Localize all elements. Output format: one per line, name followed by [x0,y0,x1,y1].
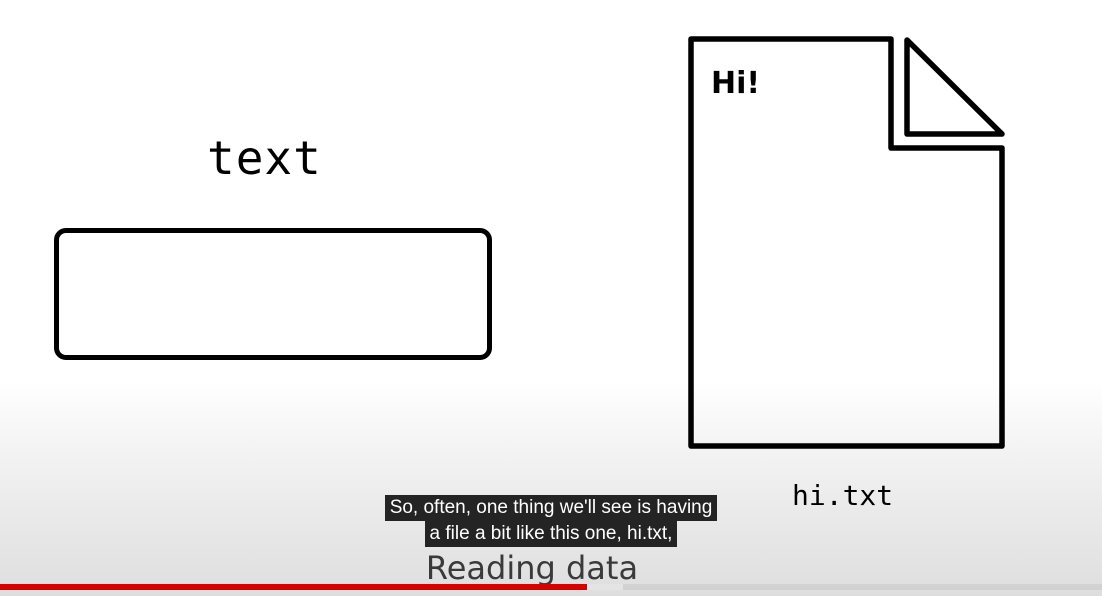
progress-played [0,584,587,590]
video-title: Reading data [425,549,639,587]
captions-window[interactable]: So, often, one thing we'll see is having… [0,495,1102,547]
file-outline [688,36,1005,449]
file-document-icon [688,36,1005,449]
variable-box [54,228,492,360]
file-folded-corner [904,37,1005,137]
caption-line-1: So, often, one thing we'll see is having [384,495,718,521]
caption-line-2: a file a bit like this one, hi.txt, [424,521,678,547]
variable-label: text [207,131,322,185]
file-content-text: Hi! [711,66,761,101]
progress-bar[interactable] [0,584,1102,590]
file-name-label: hi.txt [792,479,894,512]
